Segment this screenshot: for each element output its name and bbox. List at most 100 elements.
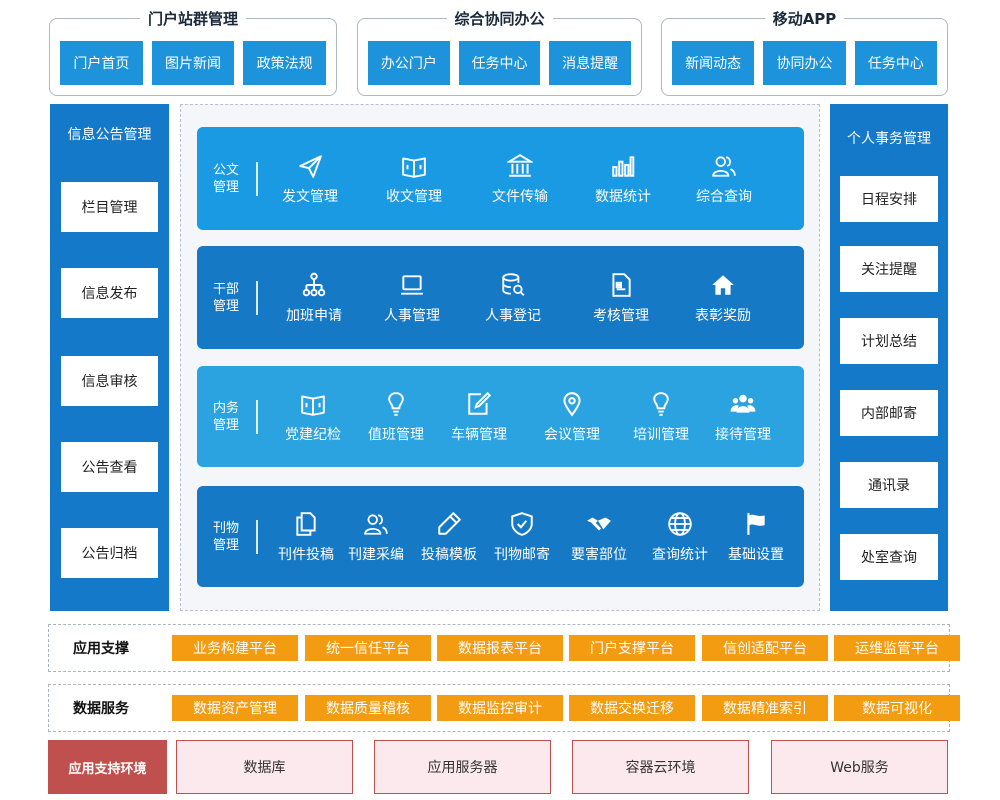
paper-plane-icon [296,152,324,180]
user-group-icon [362,510,390,538]
people-group-icon [729,390,757,418]
panel-document-mgmt: 公文管理 发文管理 收文管理 文件传输 数据统计 综合查询 [197,127,804,230]
handshake-icon [585,510,613,538]
left-item-notice-view[interactable]: 公告查看 [61,442,158,492]
top-group-mobile: 移动APP 新闻动态 协同办公 任务中心 [661,9,948,96]
flag-icon [742,510,770,538]
left-column-info-notice: 信息公告管理 栏目管理 信息发布 信息审核 公告查看 公告归档 [50,104,169,611]
module-template[interactable]: 投稿模板 [421,510,477,564]
user-group-icon [710,152,738,180]
location-pin-icon [558,390,586,418]
layer-title: 数据服务 [73,701,129,717]
news-feed-button[interactable]: 新闻动态 [672,41,755,85]
module-data-stats[interactable]: 数据统计 [595,152,651,206]
laptop-icon [398,271,426,299]
right-item-follow-reminder[interactable]: 关注提醒 [840,246,938,292]
message-alert-button[interactable]: 消息提醒 [549,41,632,85]
tag-data-report[interactable]: 数据报表平台 [437,635,563,661]
module-reception-mgmt[interactable]: 接待管理 [715,390,771,444]
module-receive-doc[interactable]: 收文管理 [386,152,442,206]
tag-data-quality[interactable]: 数据质量稽核 [305,695,431,721]
tag-unified-trust[interactable]: 统一信任平台 [305,635,431,661]
top-group-title: 门户站群管理 [139,9,247,29]
module-query-stats[interactable]: 查询统计 [652,510,708,564]
left-column-title: 信息公告管理 [67,127,152,143]
module-training-mgmt[interactable]: 培训管理 [633,390,689,444]
right-item-plan-summary[interactable]: 计划总结 [840,318,938,364]
right-item-internal-mail[interactable]: 内部邮寄 [840,390,938,436]
tag-data-exchange[interactable]: 数据交换迁移 [569,695,695,721]
right-column-title: 个人事务管理 [847,131,931,147]
home-icon [709,271,737,299]
pencil-icon [435,510,463,538]
institution-icon [506,152,534,180]
panel-internal-affairs: 内务管理 党建纪检 值班管理 车辆管理 会议管理 培训管理 接待管理 [197,366,804,467]
task-center-button[interactable]: 任务中心 [458,41,541,85]
module-personnel-register[interactable]: 人事登记 [485,271,541,325]
bar-chart-icon [609,152,637,180]
module-general-query[interactable]: 综合查询 [696,152,752,206]
left-item-notice-archive[interactable]: 公告归档 [61,528,158,578]
env-app-server[interactable]: 应用服务器 [374,740,551,794]
picture-news-button[interactable]: 图片新闻 [151,41,235,85]
module-overtime-request[interactable]: 加班申请 [286,271,342,325]
right-item-office-query[interactable]: 处室查询 [840,534,938,580]
open-book-icon [299,390,327,418]
module-commendation[interactable]: 表彰奖励 [695,271,751,325]
left-item-info-review[interactable]: 信息审核 [61,356,158,406]
module-party-discipline[interactable]: 党建纪检 [285,390,341,444]
module-vehicle-mgmt[interactable]: 车辆管理 [451,390,507,444]
panel-divider [256,280,258,315]
left-item-info-publish[interactable]: 信息发布 [61,268,158,318]
edit-icon [465,390,493,418]
right-column-personal: 个人事务管理 日程安排 关注提醒 计划总结 内部邮寄 通讯录 处室查询 [830,104,948,611]
files-icon [292,510,320,538]
module-editing[interactable]: 刊建采编 [348,510,404,564]
tag-portal-support[interactable]: 门户支撑平台 [569,635,695,661]
right-item-schedule[interactable]: 日程安排 [840,176,938,222]
module-personnel-mgmt[interactable]: 人事管理 [384,271,440,325]
layer-env-title: 应用支持环境 [48,740,167,794]
top-group-office: 综合协同办公 办公门户 任务中心 消息提醒 [357,9,642,96]
tag-data-audit[interactable]: 数据监控审计 [437,695,563,721]
tag-xinchuang-adapt[interactable]: 信创适配平台 [702,635,828,661]
tag-ops-monitor[interactable]: 运维监管平台 [834,635,960,661]
module-file-transfer[interactable]: 文件传输 [492,152,548,206]
org-tree-icon [300,271,328,299]
module-send-doc[interactable]: 发文管理 [282,152,338,206]
tag-business-build[interactable]: 业务构建平台 [172,635,298,661]
module-basic-settings[interactable]: 基础设置 [728,510,784,564]
module-publication-mail[interactable]: 刊物邮寄 [494,510,550,564]
lightbulb-icon [647,390,675,418]
mobile-task-center-button[interactable]: 任务中心 [854,41,937,85]
panel-label: 干部管理 [212,281,239,314]
panel-label: 内务管理 [212,400,239,433]
tag-data-visual[interactable]: 数据可视化 [834,695,960,721]
globe-icon [666,510,694,538]
policy-button[interactable]: 政策法规 [243,41,327,85]
document-icon [607,271,635,299]
portal-home-button[interactable]: 门户首页 [60,41,143,85]
left-item-column-mgmt[interactable]: 栏目管理 [61,182,158,232]
tag-data-index[interactable]: 数据精准索引 [702,695,828,721]
module-key-locations[interactable]: 要害部位 [571,510,627,564]
layer-data-service: 数据服务 数据资产管理 数据质量稽核 数据监控审计 数据交换迁移 数据精准索引 … [48,684,960,732]
layer-app-support: 应用支撑 业务构建平台 统一信任平台 数据报表平台 门户支撑平台 信创适配平台 … [48,624,960,672]
panel-label: 公文管理 [212,162,239,195]
database-search-icon [499,271,527,299]
top-group-title: 综合协同办公 [446,9,553,29]
panel-divider [256,399,258,434]
module-duty-mgmt[interactable]: 值班管理 [368,390,424,444]
module-meeting-mgmt[interactable]: 会议管理 [544,390,600,444]
env-web-service[interactable]: Web服务 [771,740,948,794]
tag-data-assets[interactable]: 数据资产管理 [172,695,298,721]
right-item-contacts[interactable]: 通讯录 [840,462,938,508]
module-submission[interactable]: 刊件投稿 [278,510,334,564]
collab-office-button[interactable]: 协同办公 [763,41,846,85]
office-portal-button[interactable]: 办公门户 [368,41,450,85]
panel-publication-mgmt: 刊物管理 刊件投稿 刊建采编 投稿模板 刊物邮寄 要害部位 查询统计 基础设置 [197,486,804,587]
env-container-cloud[interactable]: 容器云环境 [572,740,749,794]
module-assessment-mgmt[interactable]: 考核管理 [593,271,649,325]
env-database[interactable]: 数据库 [176,740,353,794]
panel-cadre-mgmt: 干部管理 加班申请 人事管理 人事登记 考核管理 表彰奖励 [197,246,804,349]
